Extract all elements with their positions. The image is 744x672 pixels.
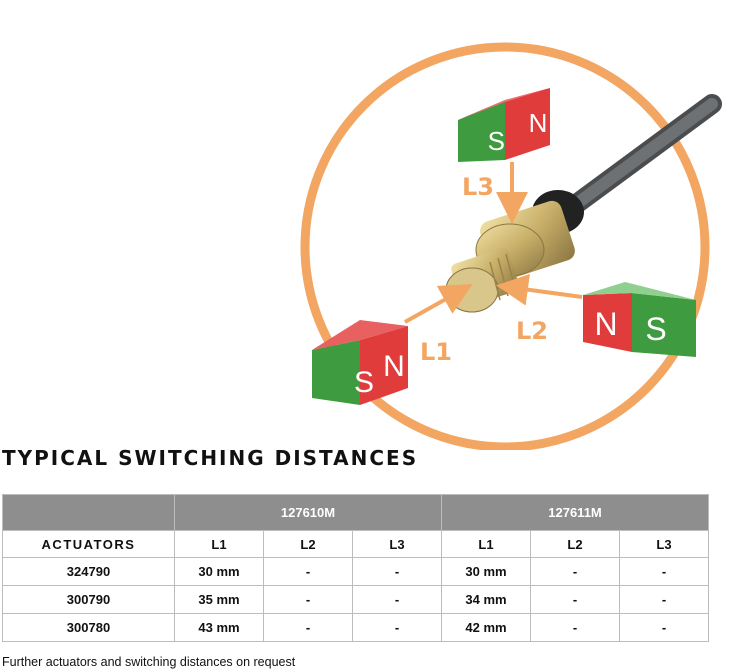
model-header: 127611M <box>440 494 710 531</box>
magnet-top-north: N <box>529 108 548 138</box>
model-header-row: 127610M 127611M <box>2 494 710 531</box>
distance-cell: - <box>618 585 710 614</box>
distance-header: L1 <box>441 530 531 558</box>
label-l3: L3 <box>462 173 494 201</box>
distance-header-row: ACTUATORS L1 L2 L3 L1 L2 L3 <box>2 530 710 558</box>
label-l1: L1 <box>420 338 452 366</box>
actuator-cell: 324790 <box>2 557 175 586</box>
distance-header: L2 <box>263 530 353 558</box>
actuators-header: ACTUATORS <box>2 530 175 558</box>
distance-cell: - <box>263 613 353 642</box>
distance-header: L3 <box>618 530 710 558</box>
magnet-top-south: S <box>488 126 505 156</box>
actuator-cell: 300780 <box>2 613 175 642</box>
distance-header: L1 <box>174 530 264 558</box>
model-header: 127610M <box>174 494 442 531</box>
distance-cell: - <box>352 585 442 614</box>
magnet-left: S N <box>312 320 408 405</box>
arrow-l2 <box>496 273 583 306</box>
distance-cell: - <box>530 585 620 614</box>
sensor-cable <box>565 94 722 215</box>
switching-distance-table: 127610M 127611M ACTUATORS L1 L2 L3 L1 L2… <box>2 494 710 642</box>
sensor-illustration: S N N S S N L3 L2 L1 <box>300 42 722 450</box>
distance-cell: - <box>352 613 442 642</box>
label-l2: L2 <box>516 317 548 345</box>
distance-cell: - <box>263 585 353 614</box>
distance-cell: - <box>618 557 710 586</box>
magnet-left-north: N <box>383 350 405 383</box>
distance-cell: - <box>352 557 442 586</box>
distance-cell: - <box>530 613 620 642</box>
section-title: TYPICAL SWITCHING DISTANCES <box>2 446 419 470</box>
distance-cell: 30 mm <box>441 557 531 586</box>
distance-cell: 43 mm <box>174 613 264 642</box>
distance-cell: - <box>263 557 353 586</box>
distance-header: L2 <box>530 530 620 558</box>
distance-cell: 42 mm <box>441 613 531 642</box>
magnet-left-south: S <box>354 366 374 399</box>
magnet-top: S N <box>458 88 550 162</box>
magnet-right-south: S <box>645 311 666 347</box>
distance-cell: 35 mm <box>174 585 264 614</box>
table-row: 300780 43 mm - - 42 mm - - <box>2 613 710 642</box>
distance-cell: - <box>530 557 620 586</box>
table-row: 300790 35 mm - - 34 mm - - <box>2 585 710 614</box>
magnet-right-north: N <box>594 306 617 342</box>
actuator-cell: 300790 <box>2 585 175 614</box>
table-row: 324790 30 mm - - 30 mm - - <box>2 557 710 586</box>
arrow-l1 <box>404 284 473 324</box>
footnote: Further actuators and switching distance… <box>2 655 296 669</box>
magnet-right: N S <box>583 282 696 357</box>
distance-header: L3 <box>352 530 442 558</box>
distance-cell: - <box>618 613 710 642</box>
detection-ring <box>300 42 710 450</box>
distance-cell: 34 mm <box>441 585 531 614</box>
header-empty-cell <box>2 494 175 531</box>
distance-cell: 30 mm <box>174 557 264 586</box>
